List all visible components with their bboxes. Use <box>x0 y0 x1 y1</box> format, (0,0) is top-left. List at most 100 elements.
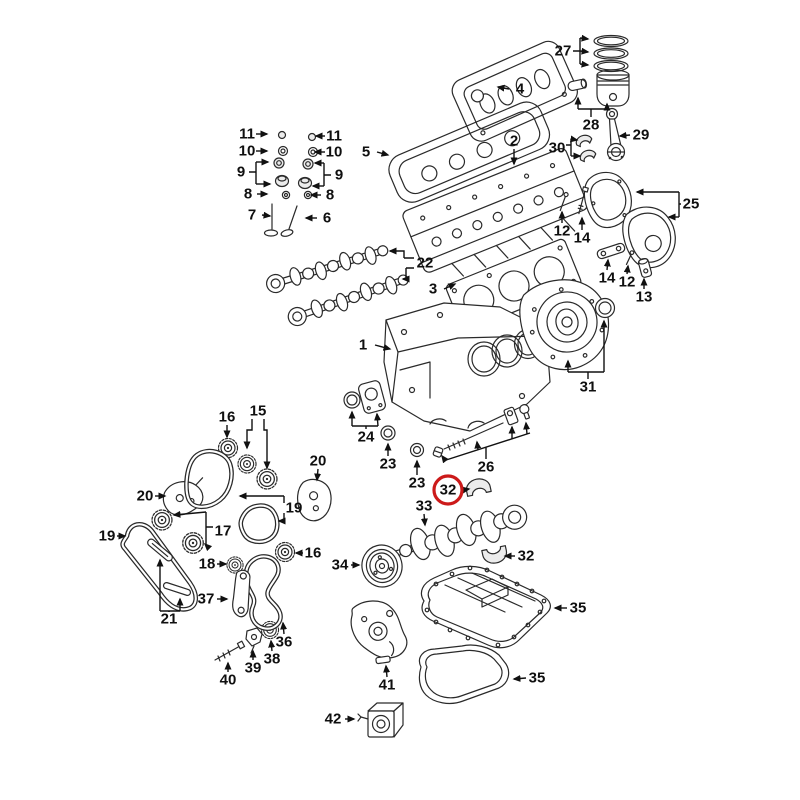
part-42 <box>357 702 404 738</box>
flywheel-housing <box>519 279 610 371</box>
piston <box>596 69 630 107</box>
timing-chain-right <box>241 506 278 542</box>
leader-lines <box>117 34 681 723</box>
callout-10: 10 <box>239 143 256 160</box>
callout-18: 18 <box>199 556 216 573</box>
stud-14-upper <box>577 186 589 215</box>
callout-6: 6 <box>323 210 331 227</box>
callout-17: 17 <box>215 523 232 540</box>
tensioner-39 <box>245 627 263 654</box>
highlight-circle-32 <box>432 474 464 506</box>
callout-11: 11 <box>239 126 255 143</box>
callout-15: 15 <box>250 403 267 420</box>
callout-32: 32 <box>518 548 535 565</box>
callout-25: 25 <box>683 196 700 213</box>
callout-8: 8 <box>326 187 334 204</box>
callout-2: 2 <box>510 133 518 150</box>
sprocket-15-a <box>237 454 257 474</box>
callout-27: 27 <box>555 43 572 60</box>
sprocket-17-b <box>182 532 204 554</box>
callout-12: 12 <box>554 223 571 240</box>
valve-washer-right <box>303 190 313 200</box>
callout-23: 23 <box>380 456 397 473</box>
callout-12: 12 <box>619 274 636 291</box>
callout-7: 7 <box>248 207 256 224</box>
piston-rings <box>593 34 629 73</box>
valve-keeper-right <box>307 132 317 142</box>
callout-20: 20 <box>137 488 154 505</box>
crank-pulley <box>361 544 403 588</box>
valve-washer-left <box>281 190 291 200</box>
callout-4: 4 <box>516 81 525 98</box>
rear-main-seal <box>594 297 616 319</box>
plug-13 <box>637 257 653 278</box>
bolt-12-upper <box>559 191 569 212</box>
callout-34: 34 <box>332 557 349 574</box>
engine-block <box>383 302 551 432</box>
valve-keeper-left <box>277 130 287 140</box>
callout-29: 29 <box>633 127 650 144</box>
callout-23: 23 <box>409 475 426 492</box>
main-bearing-upper <box>465 478 492 497</box>
intake-valve <box>263 203 279 237</box>
valve-cover-gasket <box>388 101 551 203</box>
oil-pump <box>350 600 408 665</box>
callout-10: 10 <box>326 144 343 161</box>
valve-spring-seat-right <box>297 176 313 190</box>
valve-seal-left <box>273 157 285 169</box>
callout-28: 28 <box>583 117 600 134</box>
callout-22: 22 <box>417 255 434 272</box>
sprocket-15-b <box>256 468 278 490</box>
oil-pan-lower <box>418 644 510 705</box>
front-seal <box>343 391 361 409</box>
callout-20: 20 <box>310 453 327 470</box>
callout-19: 19 <box>286 500 303 517</box>
callout-40: 40 <box>220 672 237 689</box>
callout-19: 19 <box>99 528 116 545</box>
callout-41: 41 <box>379 677 396 694</box>
callout-13: 13 <box>636 289 653 306</box>
cylinder-head <box>402 148 588 277</box>
valve-seal-right <box>302 158 314 170</box>
connecting-rod <box>605 107 626 162</box>
callout-31: 31 <box>580 379 597 396</box>
callout-9: 9 <box>237 164 245 181</box>
bolt-12-lower <box>625 250 635 266</box>
callout-39: 39 <box>245 660 262 677</box>
sprocket-16-right <box>274 541 296 563</box>
seal-23-a <box>380 425 396 441</box>
tensioner-arm <box>232 569 251 618</box>
callout-33: 33 <box>416 498 433 515</box>
valve-spring-seat-left <box>274 174 290 188</box>
valve-retainer-left <box>277 145 289 157</box>
callout-8: 8 <box>244 186 252 203</box>
callout-30: 30 <box>549 140 566 157</box>
callout-42: 42 <box>325 711 342 728</box>
callout-3: 3 <box>429 281 437 298</box>
crankshaft <box>393 504 528 561</box>
callout-26: 26 <box>478 459 495 476</box>
callout-36: 36 <box>276 634 293 651</box>
valve-cover <box>451 40 578 142</box>
wrist-pin <box>567 78 588 92</box>
chain-guide-a <box>147 538 173 562</box>
callout-35: 35 <box>570 600 587 617</box>
timing-chain-lower <box>246 556 280 628</box>
chain-guide-b <box>162 582 192 596</box>
oil-pan-upper <box>420 565 551 649</box>
seal-23-b <box>409 442 425 458</box>
exhaust-valve <box>280 205 298 237</box>
rear-cover-upper <box>583 171 632 229</box>
callout-14: 14 <box>599 270 616 287</box>
bolt-40 <box>214 640 246 662</box>
callout-38: 38 <box>264 651 281 668</box>
main-bearing-lower <box>481 545 508 564</box>
rear-cover-lower <box>622 206 676 269</box>
seal-retainer-plate <box>358 380 386 414</box>
callout-1: 1 <box>359 337 367 354</box>
callout-24: 24 <box>358 429 375 446</box>
sprocket-17-a <box>151 509 173 531</box>
callout-37: 37 <box>198 591 215 608</box>
